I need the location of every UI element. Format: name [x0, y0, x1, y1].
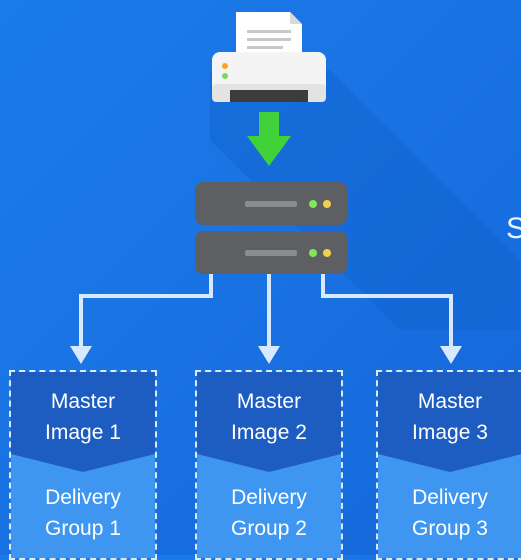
master-image-2-block — [197, 372, 341, 472]
master-image-3-block — [378, 372, 521, 472]
arrowhead-left — [70, 346, 92, 364]
master-image-2-label: Master Image 2 — [231, 390, 307, 444]
group-2: Master Image 2 Delivery Group 2 — [195, 370, 343, 560]
server-icon — [195, 182, 347, 274]
delivery-group-1-label: Delivery Group 1 — [45, 486, 121, 540]
group-1: Master Image 1 Delivery Group 1 — [9, 370, 157, 560]
master-image-1-block — [11, 372, 155, 472]
delivery-group-3-label: Delivery Group 3 — [412, 486, 488, 540]
master-image-1-label: Master Image 1 — [45, 390, 121, 444]
connector-arrowheads — [70, 346, 462, 364]
connector-left — [79, 274, 213, 350]
cropped-edge-text: S — [506, 212, 521, 245]
connector-lines — [79, 274, 453, 350]
master-image-3-label: Master Image 3 — [412, 390, 488, 444]
delivery-group-2-label: Delivery Group 2 — [231, 486, 307, 540]
connector-right — [321, 274, 453, 350]
long-shadow — [210, 70, 520, 330]
printer-icon — [212, 12, 326, 102]
down-arrow-icon — [247, 112, 291, 166]
arrowhead-middle — [258, 346, 280, 364]
arrowhead-right — [440, 346, 462, 364]
group-3: Master Image 3 Delivery Group 3 — [376, 370, 521, 560]
